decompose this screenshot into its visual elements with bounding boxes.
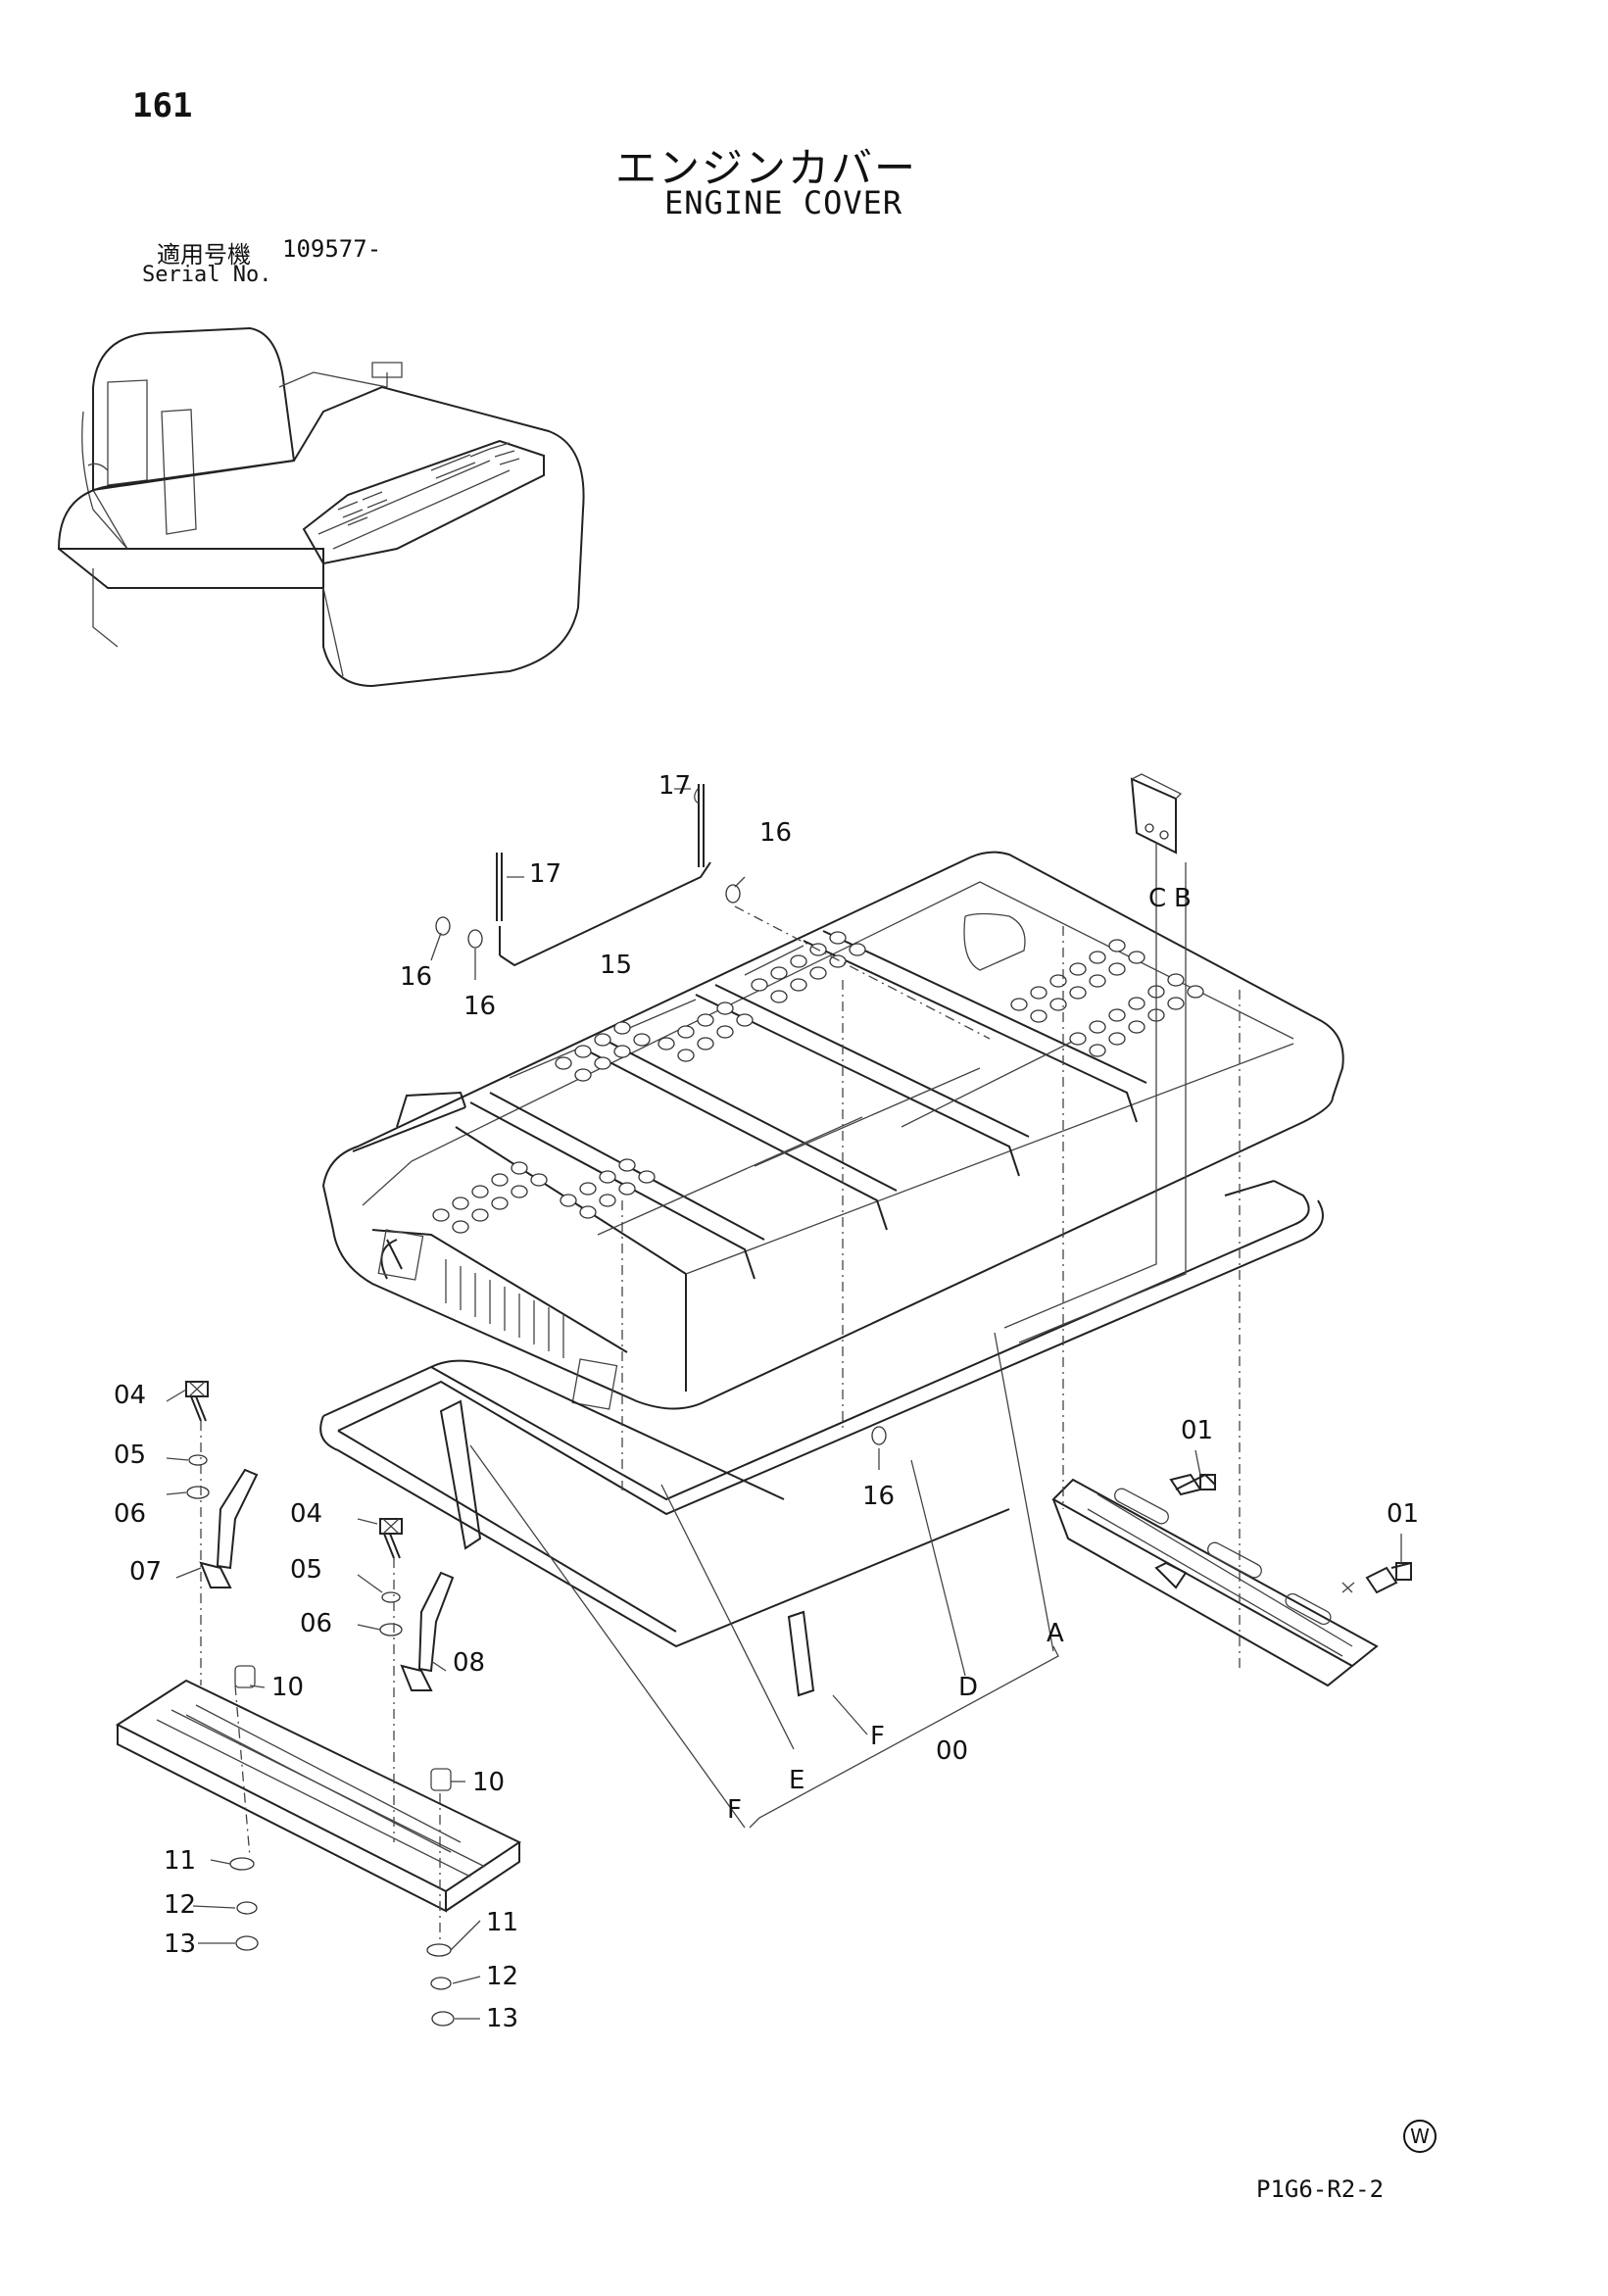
page-title-japanese: エンジンカバー bbox=[615, 144, 918, 192]
callout-15: 15 bbox=[600, 951, 632, 980]
callout-12-right: 12 bbox=[486, 1962, 518, 1991]
callout-05-right: 05 bbox=[290, 1555, 322, 1585]
callout-17-top: 17 bbox=[658, 771, 691, 801]
callout-16-top: 16 bbox=[759, 818, 792, 848]
latch-assemblies bbox=[185, 1381, 1412, 2027]
callout-00: 00 bbox=[936, 1736, 968, 1766]
callout-16-bottom: 16 bbox=[862, 1482, 895, 1511]
callout-04-right: 04 bbox=[290, 1499, 322, 1529]
callout-11-left: 11 bbox=[164, 1846, 196, 1876]
callout-06-right: 06 bbox=[300, 1609, 332, 1638]
callout-12-left: 12 bbox=[164, 1890, 196, 1920]
ref-letter-f-right: F bbox=[870, 1722, 885, 1751]
seal-frame-ring bbox=[319, 1180, 1324, 1697]
ref-letter-e: E bbox=[789, 1766, 804, 1795]
engine-cover-hood bbox=[321, 851, 1344, 1410]
callout-05-left: 05 bbox=[114, 1441, 146, 1470]
callout-04-left: 04 bbox=[114, 1381, 146, 1410]
callout-07: 07 bbox=[129, 1557, 162, 1587]
callout-13-right: 13 bbox=[486, 2004, 518, 2033]
callout-17-left: 17 bbox=[529, 859, 561, 889]
hood-perforation-holes bbox=[432, 931, 1204, 1234]
callout-11-right: 11 bbox=[486, 1908, 518, 1937]
page-title-english: ENGINE COVER bbox=[664, 184, 903, 221]
ref-letter-d: D bbox=[958, 1673, 978, 1702]
callout-13-left: 13 bbox=[164, 1930, 196, 1959]
page-number: 161 bbox=[132, 86, 193, 125]
ref-letter-f-left: F bbox=[727, 1795, 742, 1825]
hood-handle bbox=[396, 1091, 466, 1128]
machine-overview-illustration bbox=[57, 326, 585, 688]
serial-label-japanese: 適用号機 bbox=[157, 241, 251, 269]
callout-08: 08 bbox=[453, 1648, 485, 1678]
callout-16-left: 16 bbox=[400, 962, 432, 992]
callout-06-left: 06 bbox=[114, 1499, 146, 1529]
w-mark-symbol: W bbox=[1403, 2120, 1437, 2153]
ref-letter-b: B bbox=[1174, 884, 1192, 913]
right-mounting-rail bbox=[1051, 1473, 1412, 1687]
callout-01-left: 01 bbox=[1181, 1416, 1213, 1445]
ref-letter-a: A bbox=[1047, 1619, 1064, 1648]
hood-front-grille bbox=[445, 1259, 564, 1358]
drawing-code: P1G6-R2-2 bbox=[1256, 2175, 1385, 2203]
callout-16-middle: 16 bbox=[463, 992, 496, 1021]
left-mounting-rail bbox=[115, 1665, 522, 1913]
serial-number-value: 109577- bbox=[282, 235, 382, 263]
overview-grille-pattern bbox=[337, 442, 520, 526]
hood-reinforcement-bands bbox=[469, 930, 1147, 1280]
leader-lines bbox=[166, 788, 1402, 2020]
callout-10-right: 10 bbox=[472, 1768, 505, 1797]
lock-rod-assembly bbox=[435, 784, 887, 1445]
hood-side-panel bbox=[371, 1229, 628, 1410]
ref-letter-c: C bbox=[1148, 884, 1166, 913]
cover-bracket bbox=[1130, 773, 1183, 855]
callout-01-right: 01 bbox=[1387, 1499, 1419, 1529]
serial-label-english: Serial No. bbox=[142, 263, 272, 287]
callout-10-left: 10 bbox=[271, 1673, 304, 1702]
